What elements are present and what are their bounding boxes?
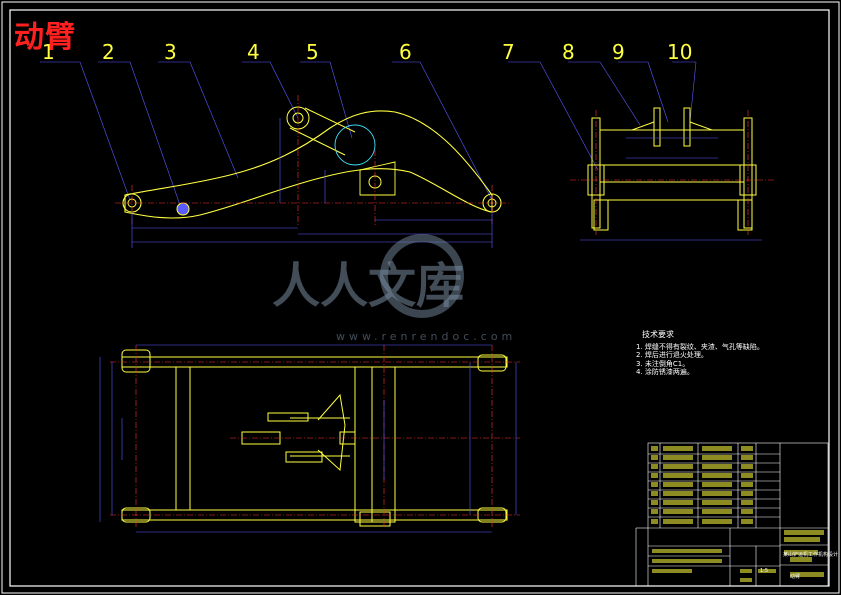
boom-front-view (40, 61, 510, 248)
callout-4: 4 (247, 40, 260, 64)
title-block-drawing-name: 动臂 (790, 574, 801, 580)
callout-8: 8 (562, 40, 575, 64)
tech-req-item: 4. 涂防锈漆两遍。 (636, 368, 694, 377)
title-block-project: 某山铲运机工作机构设计 (783, 552, 839, 558)
tech-req-item: 1. 焊缝不得有裂纹、夹渣、气孔等缺陷。 (636, 342, 764, 351)
callout-6: 6 (399, 40, 412, 64)
tech-req-item: 3. 未注倒角C1。 (636, 359, 690, 368)
boom-side-view (508, 61, 775, 241)
title-block-scale: 1:5 (760, 568, 769, 574)
callout-9: 9 (612, 40, 625, 64)
callout-5: 5 (306, 40, 319, 64)
tech-req-item: 2. 焊后进行退火处理。 (636, 351, 708, 360)
callout-7: 7 (502, 40, 515, 64)
callout-3: 3 (164, 40, 177, 64)
watermark-url: www.renrendoc.com (336, 330, 517, 343)
inner-frame (9, 9, 830, 587)
drawing-title: 动臂 (14, 20, 76, 55)
callout-10: 10 (667, 40, 693, 64)
tech-req-heading: 技术要求 (642, 330, 674, 339)
boom-top-view (99, 344, 520, 533)
technical-requirements: 技术要求 1. 焊缝不得有裂纹、夹渣、气孔等缺陷。 2. 焊后进行退火处理。 3… (636, 330, 764, 377)
callout-2: 2 (102, 40, 115, 64)
title-block (635, 442, 829, 587)
callout-1: 1 (42, 40, 55, 64)
title-block-fill (651, 446, 824, 582)
